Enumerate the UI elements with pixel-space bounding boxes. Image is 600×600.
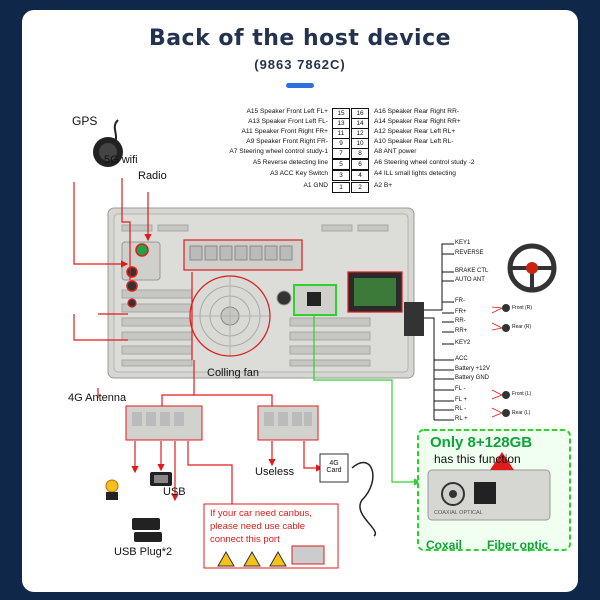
radio-label: Radio xyxy=(138,170,167,182)
gps-label: GPS xyxy=(72,114,98,128)
optical-plate-text: COAXIAL OPTICAL xyxy=(434,510,483,516)
pin-number: 5 xyxy=(332,159,350,170)
rca-plug-icon xyxy=(105,479,119,500)
usb-plug-icon xyxy=(132,518,162,542)
rr-plus-label: RR+ xyxy=(455,328,468,334)
pin-label-a9: A9 Speaker Front Right FR- xyxy=(246,138,328,145)
optical-title: Only 8+128GB xyxy=(430,434,533,451)
coaxial-label: Coxail xyxy=(426,538,463,552)
pin-label-a14: A14 Speaker Rear Right RR+ xyxy=(374,118,461,125)
top-connector-row xyxy=(183,239,303,271)
pin-number: 3 xyxy=(332,170,350,181)
pin-label-a13: A13 Speaker Front Left FL- xyxy=(248,118,328,125)
fan-label: Colling fan xyxy=(207,367,259,379)
battery-label: Battery +12V xyxy=(455,366,490,372)
pin-label-a16: A16 Speaker Rear Right RR- xyxy=(374,108,460,115)
pin-label-a1: A1 GND xyxy=(303,182,328,189)
usb-plug-label: USB Plug*2 xyxy=(114,546,173,558)
rear-r-label: Rear (R) xyxy=(512,324,532,330)
pin-label-a3: A3 ACC Key Switch xyxy=(270,170,328,177)
canbus-note-line3: connect this port xyxy=(210,534,280,545)
optic-coax-ports xyxy=(276,284,337,316)
useless-label: Useless xyxy=(255,466,295,478)
title-accent-bar xyxy=(286,83,314,88)
4g-card-box xyxy=(319,453,349,483)
bottom-connectors xyxy=(125,405,319,441)
pin-label-a11: A11 Speaker Front Right FR+ xyxy=(241,128,328,135)
pin-label-a2: A2 B+ xyxy=(374,182,393,189)
speaker-icons xyxy=(491,304,510,418)
fl-minus-label: FL - xyxy=(455,386,466,392)
4g-card-cable xyxy=(351,461,377,537)
pin-number: 4 xyxy=(351,170,369,181)
battery-gnd-label: Battery GND xyxy=(455,375,490,381)
pin-number: 6 xyxy=(351,159,369,170)
pin-label-a5: A5 Reverse detecting line xyxy=(252,159,328,166)
wifi-label: 5G wifi xyxy=(104,154,138,166)
rl-plus-label: RL + xyxy=(455,416,468,422)
front-l-label: Front (L) xyxy=(512,391,532,397)
cooling-fan xyxy=(189,275,271,357)
key2-label: KEY2 xyxy=(455,340,471,346)
wiring-graphics xyxy=(73,119,571,569)
key1-label: KEY1 xyxy=(455,240,471,246)
fr-minus-label: FR- xyxy=(455,298,465,304)
fiber-optic-label: Fiber optic xyxy=(487,538,549,552)
optical-subtitle: has this function xyxy=(434,452,521,466)
antenna-label: 4G Antenna xyxy=(68,392,127,404)
rear-l-label: Rear (L) xyxy=(512,410,531,416)
main-harness-connector xyxy=(347,271,424,336)
brake-label: BRAKE CTL xyxy=(455,268,489,274)
rl-minus-label: RL - xyxy=(455,406,467,412)
fr-plus-label: FR+ xyxy=(455,309,467,315)
pin-label-a6: A6 Steering wheel control study -2 xyxy=(374,159,475,166)
pin-label-a8: A8 ANT power xyxy=(374,148,417,155)
optical-panel xyxy=(417,429,571,551)
pin-label-a15: A15 Speaker Front Left FL+ xyxy=(246,108,328,115)
harness-wires xyxy=(424,243,454,421)
pin-label-a12: A12 Speaker Rear Left RL+ xyxy=(374,128,456,135)
fl-plus-label: FL + xyxy=(455,397,467,403)
usb-icon xyxy=(150,472,172,486)
pin-number: 2 xyxy=(351,182,369,193)
steering-wheel-icon xyxy=(507,243,557,293)
diagram-card: Back of the host device (9863 7862C) A15… xyxy=(22,10,578,592)
auto-ant-label: AUTO ANT xyxy=(455,277,485,283)
pin-number: 8 xyxy=(351,148,369,159)
pin-number: 1 xyxy=(332,182,350,193)
gps-antenna-icon xyxy=(93,119,123,167)
4g-card-label: 4G Card xyxy=(326,460,342,474)
rr-minus-label: RR- xyxy=(455,318,466,324)
warning-icons xyxy=(217,545,325,567)
pin-label-a4: A4 ILL small lights detecting xyxy=(374,170,456,177)
pin-label-a7: A7 Steering wheel control study-1 xyxy=(229,148,328,155)
pin-number: 7 xyxy=(332,148,350,159)
canbus-note-line1: If your car need canbus, xyxy=(210,508,312,519)
reverse-label: REVERSE xyxy=(455,250,484,256)
bottom-leads xyxy=(131,272,324,512)
optical-lead xyxy=(313,316,422,486)
acc-label: ACC xyxy=(455,356,468,362)
usb-label: USB xyxy=(163,486,186,498)
antenna-leads xyxy=(73,178,152,398)
page-title: Back of the host device xyxy=(148,26,452,51)
front-r-label: Front (R) xyxy=(512,305,532,311)
pin-label-a10: A10 Speaker Rear Left RL- xyxy=(374,138,454,145)
canbus-note-line2: please need use cable xyxy=(210,521,306,532)
model-number: (9863 7862C) xyxy=(254,57,346,72)
